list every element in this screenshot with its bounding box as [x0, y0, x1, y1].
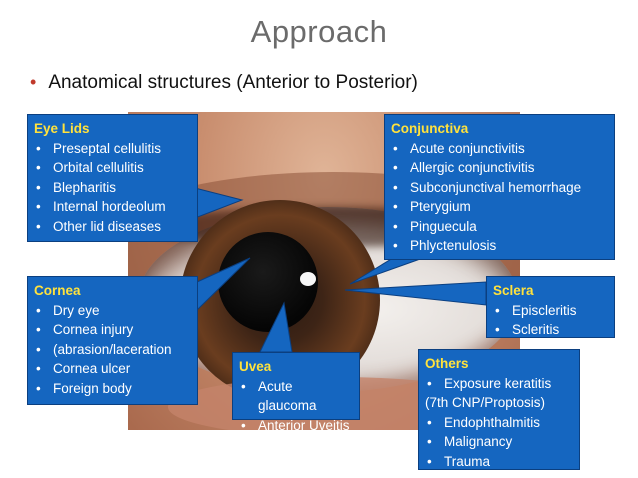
bullet-dot-icon: •	[30, 72, 37, 92]
conjunctiva-box: Conjunctiva Acute conjunctivitis Allergi…	[384, 114, 615, 260]
list-item: Scleritis	[493, 320, 608, 340]
uvea-box: Uvea Acute glaucoma Anterior Uveitis	[232, 352, 360, 435]
list-item: Trauma	[425, 452, 573, 472]
sclera-box: Sclera Episcleritis Scleritis	[486, 276, 615, 340]
cornea-pointer	[196, 257, 251, 312]
uvea-pointer	[259, 301, 293, 353]
list-item: Pinguecula	[391, 217, 608, 237]
others-box: Others Exposure keratitis (7th CNP/Propt…	[418, 349, 580, 472]
subtitle-text: Anatomical structures (Anterior to Poste…	[48, 72, 418, 93]
list-item: Exposure keratitis	[425, 374, 573, 394]
list-item: Acute glaucoma	[239, 377, 353, 416]
list-item: Subconjunctival hemorrhage	[391, 178, 608, 198]
list-item-continuation: (abrasion/laceration	[34, 340, 191, 360]
subtitle-bullet: • Anatomical structures (Anterior to Post…	[30, 72, 418, 94]
list-item: Preseptal cellulitis	[34, 139, 191, 159]
list-item: Cornea injury	[34, 320, 191, 340]
list-item: Dry eye	[34, 301, 191, 321]
list-item-continuation: (7th CNP/Proptosis)	[425, 395, 546, 410]
list-item: Orbital cellulitis	[34, 158, 191, 178]
sclera-heading: Sclera	[493, 283, 534, 298]
list-item: Pterygium	[391, 197, 608, 217]
sclera-pointer	[344, 281, 487, 306]
list-item: Internal hordeolum	[34, 197, 191, 217]
cornea-box: Cornea Dry eye Cornea injury (abrasion/l…	[27, 276, 198, 405]
list-item: Foreign body	[34, 379, 191, 399]
eyelids-pointer	[194, 187, 244, 219]
eye-glint	[300, 272, 316, 286]
others-heading: Others	[425, 356, 469, 371]
uvea-heading: Uvea	[239, 359, 272, 374]
list-item: Acute conjunctivitis	[391, 139, 608, 159]
list-item: Cornea ulcer	[34, 359, 191, 379]
cornea-heading: Cornea	[34, 283, 81, 298]
list-item: Malignancy	[425, 432, 573, 452]
list-item: Episcleritis	[493, 301, 608, 321]
list-item: Anterior Uveitis	[239, 416, 353, 436]
eyelids-heading: Eye Lids	[34, 121, 90, 136]
slide-title: Approach	[250, 14, 388, 49]
list-item: Other lid diseases	[34, 217, 191, 237]
eyelids-box: Eye Lids Preseptal cellulitis Orbital ce…	[27, 114, 198, 242]
list-item: Blepharitis	[34, 178, 191, 198]
list-item: Allergic conjunctivitis	[391, 158, 608, 178]
conjunctiva-heading: Conjunctiva	[391, 121, 469, 136]
list-item: Endophthalmitis	[425, 413, 573, 433]
conjunctiva-pointer	[349, 257, 424, 285]
list-item: Phlyctenulosis	[391, 236, 608, 256]
